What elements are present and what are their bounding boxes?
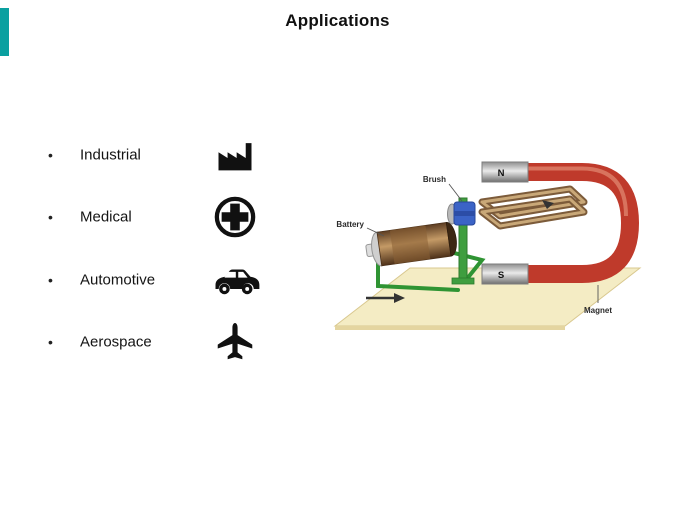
magnet-south-label: S (498, 270, 504, 281)
airplane-icon (208, 320, 262, 364)
magnet-north-label: N (498, 168, 505, 179)
brush-label: Brush (423, 175, 446, 184)
list-item-medical: • Medical (46, 195, 326, 239)
support-post (451, 197, 475, 285)
list-item-label: Aerospace (80, 333, 152, 351)
car-icon (208, 258, 262, 302)
bullet-marker: • (48, 209, 53, 225)
accent-bar (0, 8, 9, 56)
battery-label: Battery (336, 220, 364, 229)
list-item-industrial: • Industrial (46, 133, 326, 177)
diagram-callouts (366, 183, 599, 303)
coil (478, 185, 588, 230)
bullet-marker: • (48, 334, 53, 350)
dc-motor-diagram: N S Brush Battery Magnet (330, 156, 645, 334)
list-item-label: Medical (80, 208, 132, 226)
factory-icon (208, 133, 262, 177)
medical-cross-icon (208, 195, 262, 239)
list-item-label: Automotive (80, 271, 156, 289)
page-title: Applications (285, 11, 390, 30)
current-arrow (366, 293, 405, 303)
horseshoe-magnet: N S (481, 161, 640, 285)
list-item-aerospace: • Aerospace (46, 320, 326, 364)
list-item-automotive: • Automotive (46, 258, 326, 302)
magnet-label: Magnet (584, 306, 612, 315)
bullet-marker: • (48, 272, 53, 288)
commutator-brush (447, 201, 476, 226)
battery (365, 221, 457, 267)
bullet-marker: • (48, 147, 53, 163)
list-item-label: Industrial (80, 146, 141, 164)
